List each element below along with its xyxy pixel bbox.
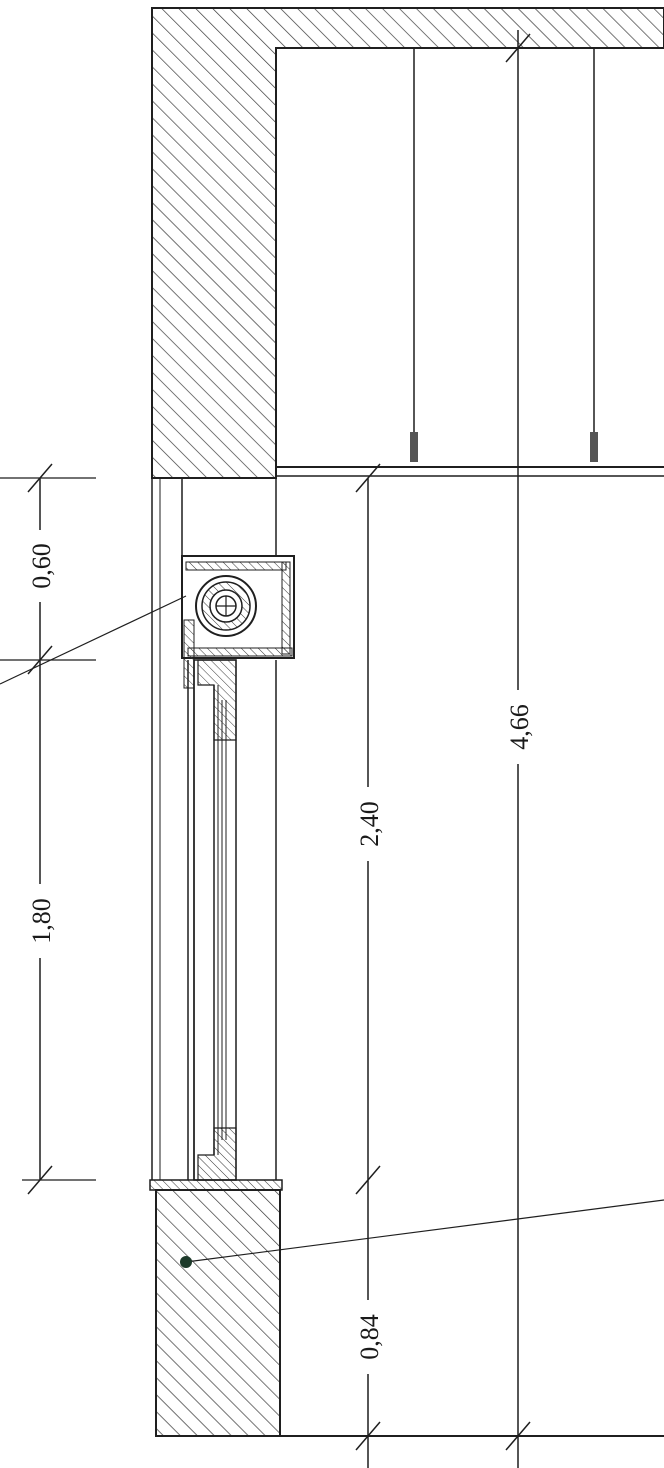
window-frame bbox=[193, 659, 237, 1181]
dim-label-window-box: 0,60 bbox=[27, 543, 56, 589]
wall-face-lines bbox=[151, 478, 277, 1180]
dimension-chain-total: 4,66 bbox=[500, 30, 536, 1468]
leader-line-top bbox=[0, 595, 187, 685]
window-sill bbox=[149, 1179, 283, 1191]
dim-label-total-height: 4,66 bbox=[505, 704, 534, 750]
roller-shutter-box bbox=[181, 555, 295, 659]
roller-icon bbox=[195, 575, 257, 637]
dimension-chain-left: 0,60 1,80 bbox=[0, 463, 96, 1195]
dim-label-window-height: 1,80 bbox=[27, 898, 56, 944]
dim-label-parapet: 0,84 bbox=[355, 1314, 384, 1360]
suspension-rod-1 bbox=[410, 48, 418, 462]
ceiling-slab bbox=[276, 466, 664, 477]
suspension-rod-2 bbox=[590, 48, 598, 462]
shutter-curtain bbox=[183, 619, 195, 1180]
dimension-chain-middle: 2,40 0,84 bbox=[350, 463, 386, 1468]
dim-label-ceiling-to-sill: 2,40 bbox=[355, 801, 384, 847]
lower-wall bbox=[155, 1189, 664, 1437]
leader-marker-dot bbox=[180, 1256, 192, 1268]
leader-line-bottom bbox=[180, 1199, 664, 1268]
upper-wall bbox=[151, 7, 664, 479]
